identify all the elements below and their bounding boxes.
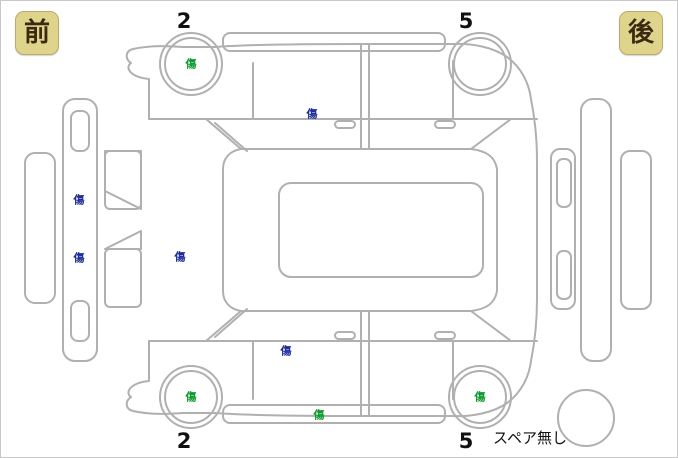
orientation-badge-rear: 後: [619, 11, 663, 55]
orientation-badge-front: 前: [15, 11, 59, 55]
damage-marker-front-bumper-lower: 傷: [73, 251, 85, 265]
damage-marker-right-front-door: 傷: [280, 344, 292, 358]
door-lines: [252, 43, 454, 417]
orientation-badge-front-label: 前: [23, 18, 50, 48]
damage-marker-rear-right-wheel: 傷: [474, 390, 486, 404]
spare-tire-note: スペア無し: [493, 429, 567, 447]
front-view-panels: [24, 98, 142, 362]
damage-marker-rear-left-wheel: 傷: [185, 390, 197, 404]
orientation-badge-rear-label: 後: [627, 18, 654, 48]
tire-grade-front-right: 5: [458, 9, 474, 33]
tire-grade-rear-right: 5: [458, 429, 474, 453]
damage-marker-hood: 傷: [174, 250, 186, 264]
side-sills: [222, 32, 446, 424]
door-handles: [334, 120, 456, 340]
damage-marker-front-bumper-upper: 傷: [73, 193, 85, 207]
damage-marker-front-left-wheel: 傷: [185, 57, 197, 71]
tire-grade-rear-left: 2: [176, 429, 192, 453]
spare-tire-circle: [557, 389, 615, 447]
damage-marker-left-front-fender-top: 傷: [306, 107, 318, 121]
cabin-and-roof: [205, 118, 512, 342]
rear-view-panels: [550, 98, 652, 362]
wheels: [159, 32, 512, 429]
tire-grade-front-left: 2: [176, 9, 192, 33]
damage-marker-right-side-sill: 傷: [313, 408, 325, 422]
car-body-outline: [125, 42, 538, 418]
